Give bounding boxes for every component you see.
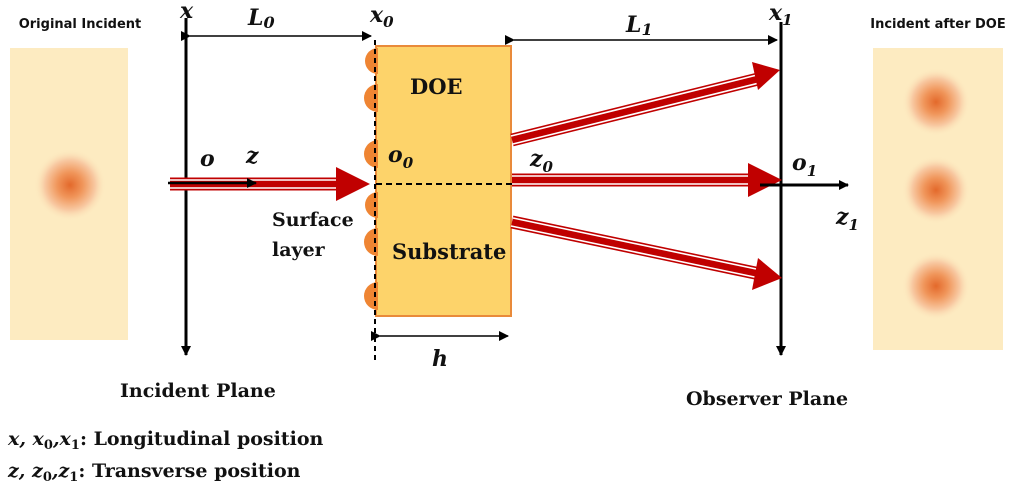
l1-label: L1 [625,12,653,39]
h-label: h [432,346,448,372]
o0-label: o0 [388,142,414,172]
original-beam-spot [34,149,106,221]
surface-layer-label-line1: Surface [272,209,354,231]
x1-label: x1 [768,0,793,29]
observer-plane-label: Observer Plane [686,388,848,410]
output-beam-bottom [510,215,782,290]
incident-after-doe-label: Incident after DOE [870,17,1006,32]
z-label: z [245,143,259,169]
output-beam-top [510,62,780,147]
doe-label: DOE [410,74,463,99]
z0-label: z0 [529,146,554,176]
incident-plane-label: Incident Plane [120,380,276,402]
z1-label: z1 [835,204,859,234]
doe-substrate-box [375,45,512,317]
x-label: x [179,0,194,24]
substrate-label: Substrate [392,239,506,264]
o1-label: o1 [792,150,817,180]
after-doe-spot-bottom [902,252,970,320]
after-doe-spot-top [902,68,970,136]
output-beam-middle [512,163,782,197]
x0-label: x0 [369,2,394,31]
l0-label: L0 [247,5,275,32]
original-incident-label: Original Incident [19,17,142,32]
legend-transverse: z, z0,z1: Transverse position [7,460,301,485]
legend-longitudinal: x, x0,x1: Longitudinal position [7,428,324,453]
o-label: o [200,146,215,172]
after-doe-spot-middle [902,156,970,224]
surface-layer-label-line2: layer [272,239,326,261]
